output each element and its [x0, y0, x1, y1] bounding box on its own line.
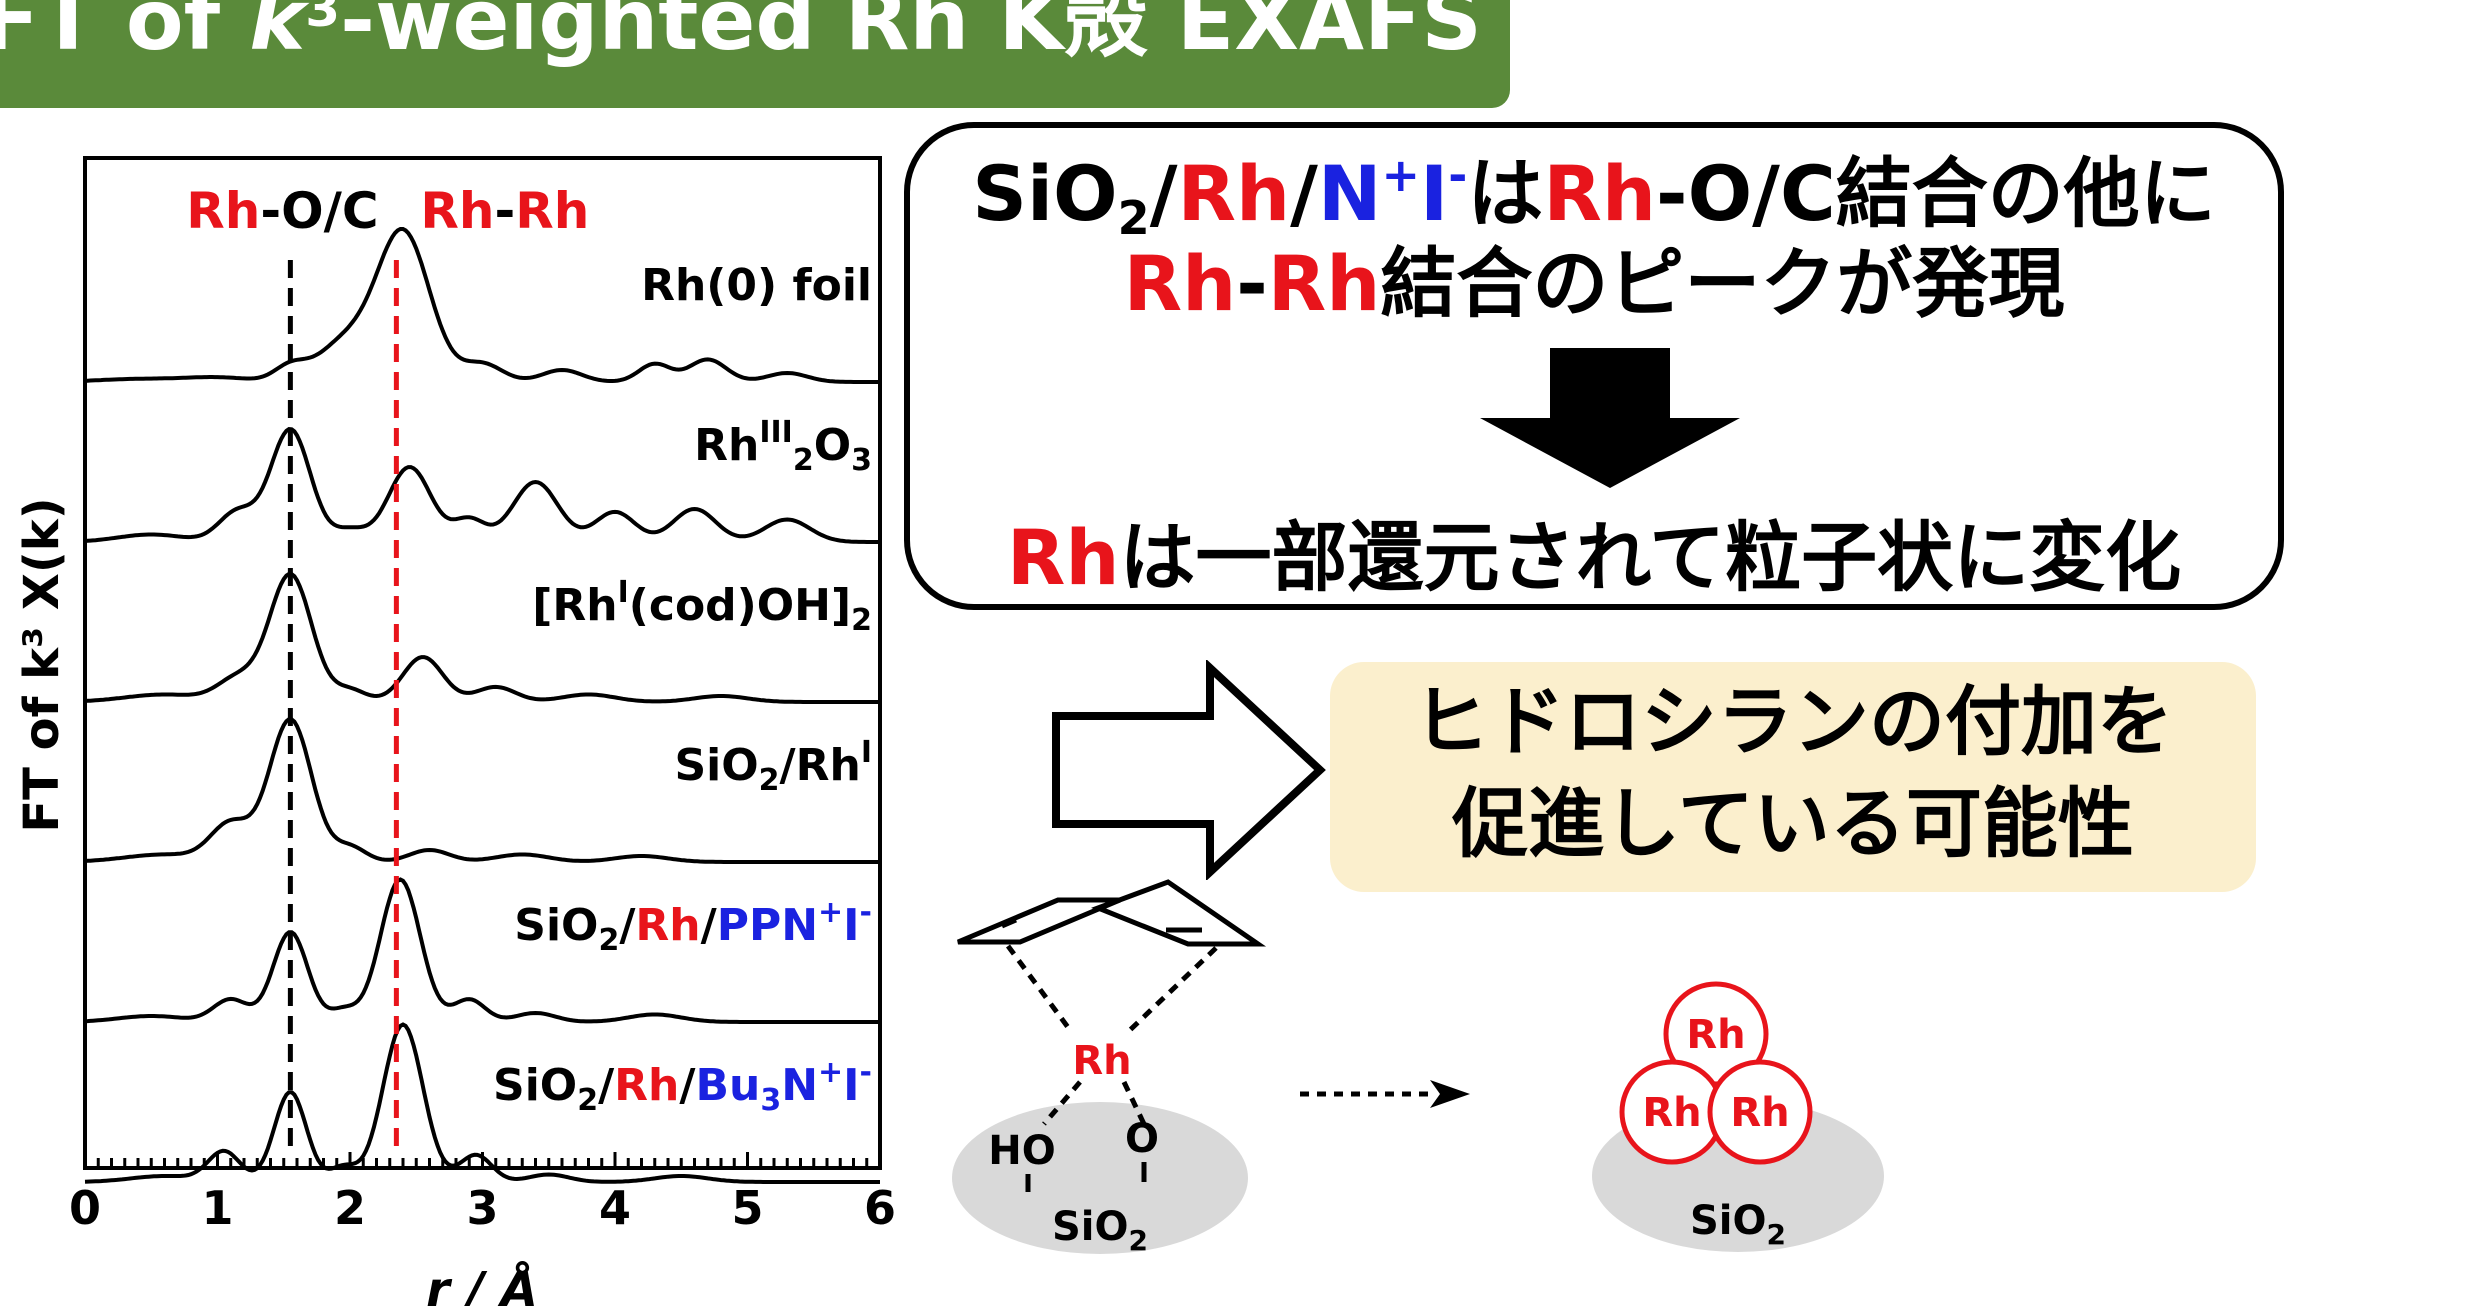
particle-label-right: Rh	[1730, 1090, 1789, 1136]
x-tick-label-3: 3	[466, 1181, 498, 1235]
series-line-1	[84, 227, 880, 384]
result-box: ヒドロシランの付加を 促進している可能性	[1330, 662, 2256, 892]
support-label-left: SiO2	[1052, 1204, 1148, 1257]
sio2-support-left	[952, 1102, 1248, 1254]
series-line-2	[84, 427, 880, 544]
reduction-scheme: Rh HO O SiO2 Rh Rh Rh SiO2	[952, 879, 1884, 1257]
x-axis: 0 1 2 3 4 5 6	[69, 1152, 896, 1235]
ho-label: HO	[988, 1128, 1055, 1174]
conclusion-box: SiO2/Rh/N+I-はRh-O/C結合の他に Rh-Rh結合のピークが発現 …	[904, 122, 2284, 610]
series-label-1: Rh(0) foil	[641, 260, 872, 311]
x-tick-label-1: 1	[201, 1181, 233, 1235]
support-label-right: SiO2	[1690, 1198, 1786, 1251]
reference-lines: Rh-O/C Rh-Rh	[186, 182, 589, 1150]
reference-label-2: Rh-Rh	[420, 182, 589, 240]
conclusion-line-1: SiO2/Rh/N+I-はRh-O/C結合の他に	[972, 148, 2216, 245]
title-banner: FT of k3-weighted Rh K殻 EXAFS	[0, 0, 1510, 108]
dotted-arrow-icon	[1300, 1080, 1470, 1108]
x-tick-label-5: 5	[731, 1181, 763, 1235]
series-group	[84, 227, 880, 1184]
series-label-6: SiO2​/Rh/Bu3​N+​I-​	[493, 1055, 872, 1118]
x-tick-label-6: 6	[864, 1181, 896, 1235]
series-label-5: SiO2​/Rh/PPN+​I-​	[514, 895, 872, 958]
y-axis-title: FT of k³ X(k)	[14, 497, 70, 832]
series-line-3	[84, 571, 880, 704]
o-label: O	[1125, 1116, 1159, 1162]
x-tick-label-2: 2	[334, 1181, 366, 1235]
result-line-2: 促進している可能性	[1452, 779, 2134, 868]
x-tick-label-0: 0	[69, 1181, 101, 1235]
particle-label-top: Rh	[1686, 1012, 1745, 1058]
series-label-2: RhIII​2​O3​	[694, 415, 872, 478]
series-line-4	[84, 717, 880, 864]
page-title: FT of k3-weighted Rh K殻 EXAFS	[0, 0, 1482, 69]
right-arrow-icon	[1052, 660, 1326, 880]
conclusion-line-2: Rh-Rh結合のピークが発現	[1123, 239, 2065, 328]
series-label-4: SiO2​/RhI​	[674, 735, 872, 798]
rh-particle	[1619, 981, 1813, 1165]
coordination-bonds	[1005, 944, 1218, 1126]
reference-label-1: Rh-O/C	[186, 182, 378, 240]
rh-center-label: Rh	[1072, 1038, 1131, 1084]
x-axis-title: r / Å	[426, 1261, 538, 1306]
x-tick-label-4: 4	[599, 1181, 631, 1235]
down-arrow-icon	[1480, 348, 1740, 488]
series-label-3: [RhI​(cod)OH]2​	[532, 575, 872, 638]
particle-label-left: Rh	[1642, 1090, 1701, 1136]
result-line-1: ヒドロシランの付加を	[1413, 677, 2173, 766]
cod-ligand-icon	[957, 879, 1267, 947]
conclusion-line-3: Rhは一部還元されて粒子状に変化	[1006, 513, 2182, 602]
series-line-5	[84, 877, 880, 1024]
